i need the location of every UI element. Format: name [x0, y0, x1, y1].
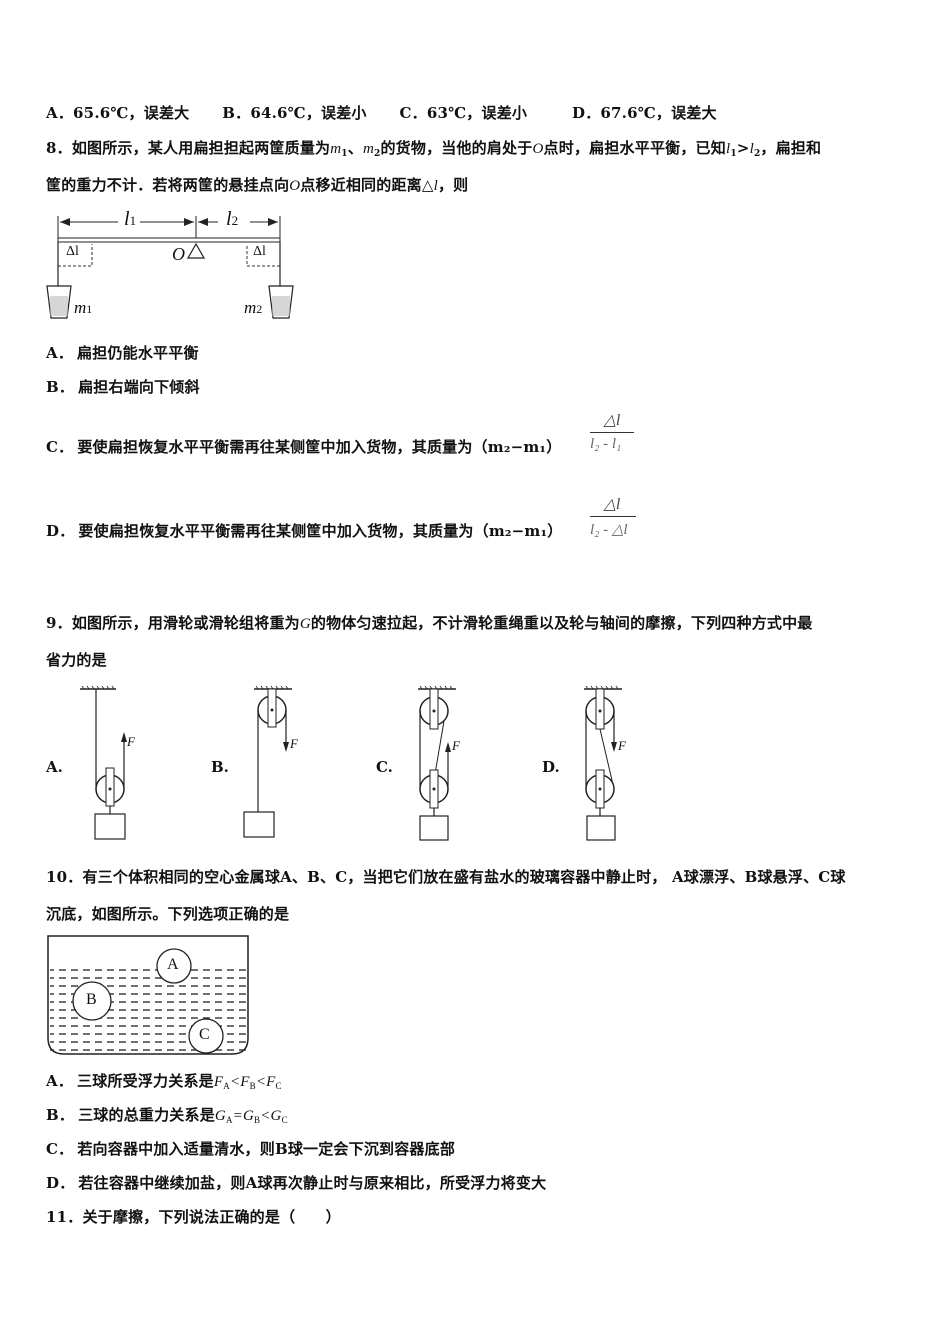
q9-pulley-c[interactable]: F	[410, 684, 480, 844]
q10-option-d[interactable]: D．若往容器中继续加盐，则A球再次静止时与原来相比，所受浮力将变大	[46, 1174, 547, 1192]
pulley-block-diagram	[584, 685, 622, 841]
m2-label: m2	[244, 298, 263, 317]
q8-stem-line2: 筐的重力不计．若将两筐的悬挂点向O点移近相同的距离△l，则	[46, 176, 469, 194]
q9-stem-line1: 9．如图所示，用滑轮或滑轮组将重为G的物体匀速拉起，不计滑轮重绳重以及轮与轴间的…	[46, 614, 813, 632]
q8-option-d[interactable]: D．要使扁担恢复水平平衡需再往某侧筐中加入货物，其质量为（m₂−m₁）	[46, 522, 563, 540]
pulley-block-diagram	[418, 685, 456, 841]
q8-pole-figure: l1 l2 O Δl Δl m1 m2	[40, 208, 310, 328]
q8-stem-line1: 8．如图所示，某人用扁担担起两筐质量为m1、m2的货物，当他的肩处于O点时，扁担…	[46, 139, 822, 159]
q10-option-a[interactable]: A．三球所受浮力关系是FA<FB<FC	[46, 1072, 282, 1091]
q9-pulley-a[interactable]: F	[76, 684, 146, 844]
q9-pulley-b[interactable]: F	[240, 684, 310, 844]
q9-choice-c-label[interactable]: C.	[376, 758, 393, 776]
m1-label: m1	[74, 298, 93, 317]
q10-stem-line2: 沉底，如图所示。下列选项正确的是	[46, 905, 290, 923]
q7-option-c[interactable]: C．63℃，误差小	[399, 104, 528, 122]
pole-diagram	[46, 216, 294, 319]
q7-option-d[interactable]: D．67.6℃，误差大	[571, 104, 717, 122]
delta-l-left-label: Δl	[66, 244, 79, 259]
fulcrum-o-label: O	[172, 244, 185, 264]
force-f-label: F	[290, 736, 298, 751]
q9-stem-line2: 省力的是	[46, 651, 107, 669]
l1-label: l1	[124, 208, 137, 230]
q10-container-figure: A B C	[46, 934, 250, 1058]
force-f-label: F	[618, 738, 626, 753]
q7-option-a[interactable]: A．65.6℃，误差大	[46, 104, 190, 122]
saltwater-container-diagram	[47, 935, 249, 1055]
q9-choice-b-label[interactable]: B.	[211, 758, 229, 776]
gravity-formula: GA=GB<GC	[214, 1108, 288, 1125]
q10-option-b[interactable]: B．三球的总重力关系是GA=GB<GC	[46, 1106, 288, 1125]
force-f-label: F	[452, 738, 460, 753]
q7-option-b[interactable]: B．64.6℃，误差小	[222, 104, 367, 122]
q9-choice-a-label[interactable]: A.	[46, 758, 63, 776]
q9-pulley-d[interactable]: F	[578, 684, 648, 844]
q8-option-c[interactable]: C．要使扁担恢复水平平衡需再往某侧筐中加入货物，其质量为（m₂−m₁）	[46, 438, 562, 456]
q10-option-c[interactable]: C．若向容器中加入适量清水，则B球一定会下沉到容器底部	[46, 1140, 456, 1158]
q7-options-row: A．65.6℃，误差大 B．64.6℃，误差小 C．63℃，误差小 D．67.6…	[46, 102, 717, 123]
buoyancy-formula: FA<FB<FC	[213, 1074, 282, 1091]
movable-pulley-diagram	[80, 685, 127, 840]
force-f-label: F	[127, 734, 135, 749]
q10-stem-line1: 10．有三个体积相同的空心金属球A、B、C，当把它们放在盛有盐水的玻璃容器中静止…	[46, 868, 846, 886]
delta-l-right-label: Δl	[253, 244, 266, 259]
q8-option-b[interactable]: B．扁担右端向下倾斜	[46, 378, 200, 396]
ball-a-label: A	[167, 956, 179, 973]
ball-c-label: C	[199, 1026, 210, 1043]
q9-choice-d-label[interactable]: D.	[542, 758, 560, 776]
fixed-pulley-diagram	[243, 685, 292, 838]
q11-stem: 11．关于摩擦，下列说法正确的是（ ）	[46, 1208, 341, 1226]
q8-option-a[interactable]: A．扁担仍能水平平衡	[46, 344, 199, 362]
l2-label: l2	[226, 208, 239, 230]
ball-b-label: B	[86, 991, 97, 1008]
